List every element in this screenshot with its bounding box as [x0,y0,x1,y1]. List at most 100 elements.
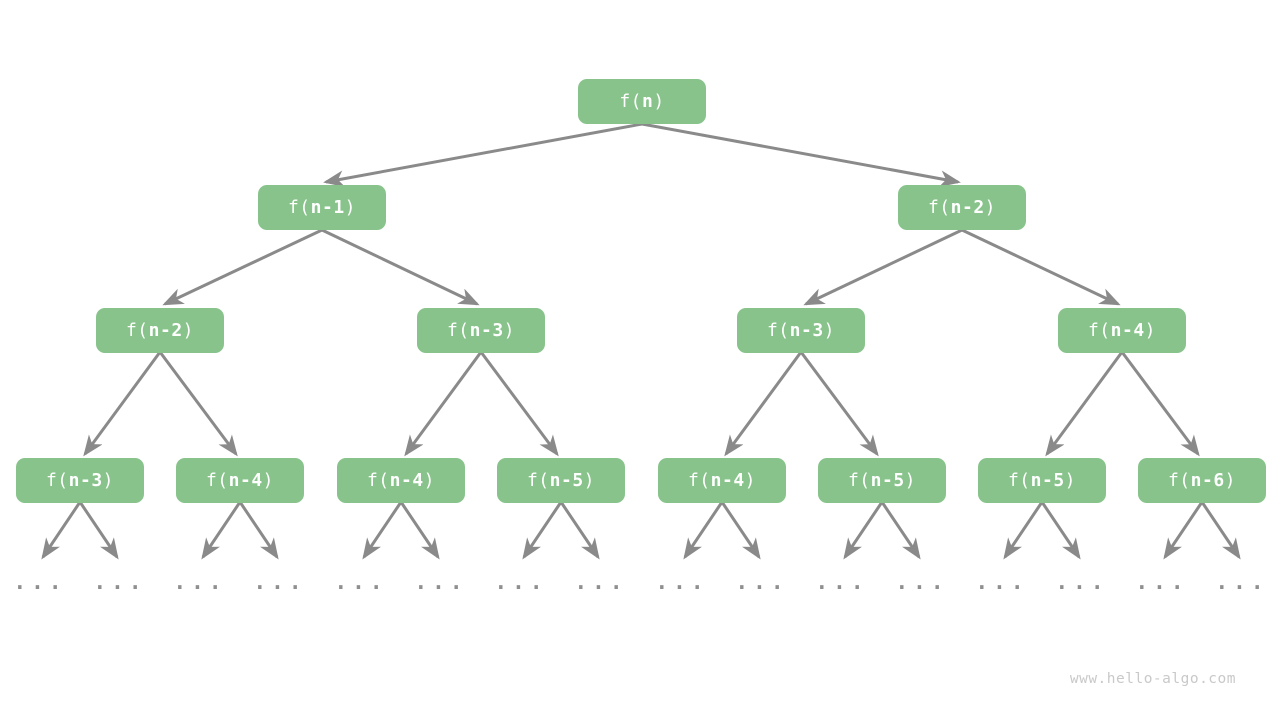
node-label-close: ) [984,197,997,218]
node-label-open: f( [125,320,149,341]
node-label-arg: n-4 [710,470,745,491]
node-label-arg: n-5 [1030,470,1065,491]
edge [321,228,480,306]
edge [1040,501,1081,560]
edge [880,501,921,560]
node-label-close: ) [744,470,757,491]
edge [1163,501,1204,560]
edge [683,501,724,560]
ellipsis-leaf: ... [1055,570,1109,594]
node-label-open: f( [619,91,642,112]
node-label-arg: n-5 [549,470,584,491]
ellipsis-leaf: ... [414,570,468,594]
edge [162,228,323,306]
node-label-open: f( [927,197,951,218]
edge [323,122,643,188]
node-label-arg: n-5 [870,470,905,491]
watermark-text: www.hello-algo.com [1069,671,1236,687]
ellipsis-leaf: ... [13,570,67,594]
node-label-open: f( [287,197,311,218]
node-label-close: ) [1144,320,1157,341]
node-label-close: ) [344,197,357,218]
edge [522,501,563,560]
node-label-close: ) [1224,470,1237,491]
node-label-arg: n-3 [469,320,504,341]
node-label-arg: n-4 [389,470,424,491]
edge [399,501,440,560]
ellipsis-leaf: ... [655,570,709,594]
ellipsis-leaf: ... [1215,570,1269,594]
edge [1200,501,1241,560]
node-label-close: ) [262,470,275,491]
node-label-arg: n-4 [228,470,263,491]
node-label-open: f( [205,470,229,491]
tree-node-f-n-3: f(n-3) [737,308,865,353]
tree-node-f-n-1: f(n-1) [258,185,386,230]
edge [843,501,884,560]
ellipsis-leaf: ... [895,570,949,594]
edge [1045,351,1124,457]
node-label-open: f( [766,320,790,341]
node-label-open: f( [1007,470,1031,491]
node-label-open: f( [847,470,871,491]
node-label-close: ) [182,320,195,341]
ellipsis-leaf: ... [574,570,628,594]
edge [1120,351,1200,457]
edge [641,122,961,188]
ellipsis-leaf: ... [494,570,548,594]
node-label-close: ) [653,91,665,112]
node-label-open: f( [446,320,470,341]
edge [404,351,483,457]
node-label-open: f( [526,470,550,491]
edge [362,501,403,560]
tree-node-f-n-5: f(n-5) [497,458,625,503]
ellipsis-leaf: ... [735,570,789,594]
ellipsis-leaf: ... [1135,570,1189,594]
edge [78,501,119,560]
tree-node-f-n: f(n) [578,79,706,124]
node-label-arg: n-1 [310,197,345,218]
edge [1003,501,1044,560]
node-label-close: ) [1064,470,1077,491]
tree-node-f-n-5: f(n-5) [818,458,946,503]
edge [238,501,279,560]
tree-node-f-n-2: f(n-2) [898,185,1026,230]
node-label-close: ) [102,470,115,491]
edge [41,501,82,560]
tree-node-f-n-3: f(n-3) [417,308,545,353]
edge [961,228,1121,306]
edge [201,501,242,560]
node-label-arg: n-2 [148,320,183,341]
node-label-close: ) [583,470,596,491]
ellipsis-leaf: ... [334,570,388,594]
node-label-arg: n-3 [68,470,103,491]
node-label-open: f( [366,470,390,491]
edge [799,351,879,457]
node-label-open: f( [1167,470,1191,491]
node-label-arg: n [642,91,654,112]
edge [83,351,162,457]
tree-node-f-n-4: f(n-4) [658,458,786,503]
edge [724,351,803,457]
node-label-arg: n-4 [1110,320,1145,341]
tree-node-f-n-6: f(n-6) [1138,458,1266,503]
node-label-open: f( [687,470,711,491]
tree-node-f-n-4: f(n-4) [337,458,465,503]
node-label-close: ) [503,320,516,341]
ellipsis-leaf: ... [93,570,147,594]
tree-node-f-n-4: f(n-4) [176,458,304,503]
node-label-close: ) [904,470,917,491]
ellipsis-leaf: ... [975,570,1029,594]
node-label-close: ) [423,470,436,491]
edge [479,351,559,457]
tree-node-f-n-2: f(n-2) [96,308,224,353]
edge [158,351,238,457]
node-label-open: f( [45,470,69,491]
tree-node-f-n-3: f(n-3) [16,458,144,503]
node-label-close: ) [823,320,836,341]
node-label-arg: n-6 [1190,470,1225,491]
tree-node-f-n-5: f(n-5) [978,458,1106,503]
ellipsis-leaf: ... [815,570,869,594]
